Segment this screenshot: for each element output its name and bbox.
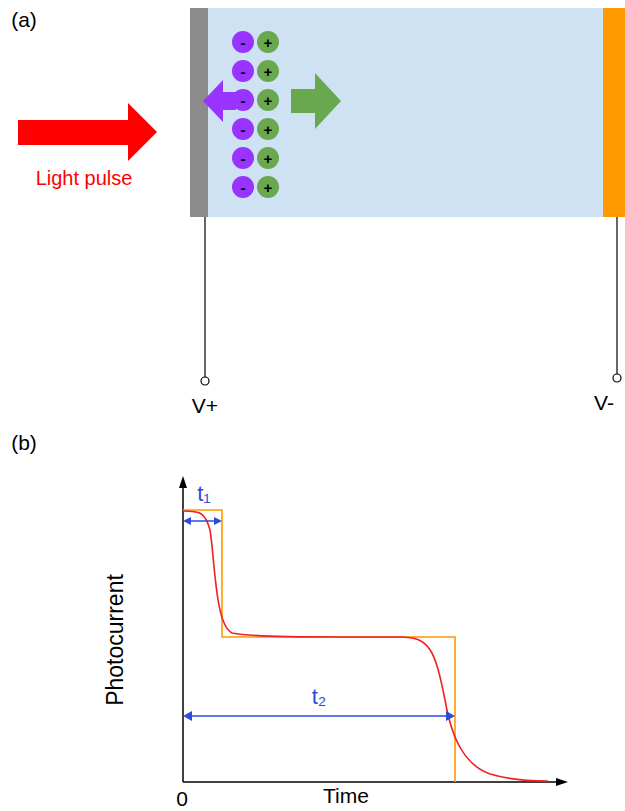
axis-title: Photocurrent <box>103 574 128 706</box>
wire <box>204 217 205 377</box>
hole-charge: + <box>257 31 279 53</box>
axis-arrowhead <box>556 778 568 786</box>
x-axis <box>183 781 560 783</box>
time-label: t₁ <box>197 482 211 506</box>
panel-label: (b) <box>11 431 37 454</box>
panel-label: (a) <box>11 8 37 31</box>
y-axis <box>182 484 184 782</box>
light-pulse-label: Light pulse <box>36 167 133 189</box>
arrowhead <box>183 711 192 721</box>
arrowhead <box>446 711 455 721</box>
terminal-label: V+ <box>192 394 218 417</box>
hole-charge: + <box>257 118 279 140</box>
electron-charge: - <box>232 176 254 198</box>
axis-title: Time <box>323 784 369 807</box>
arrowhead <box>183 517 191 525</box>
wire <box>616 217 617 374</box>
right-electrode <box>603 8 625 217</box>
terminal <box>613 374 621 382</box>
hole-charge: + <box>257 60 279 82</box>
time-label: t₂ <box>312 685 327 709</box>
axis-arrowhead <box>179 476 187 488</box>
left-electrode <box>190 8 208 217</box>
terminal-label: V- <box>594 391 614 414</box>
terminal <box>201 377 209 385</box>
electron-charge: - <box>232 60 254 82</box>
light-arrow <box>18 103 157 161</box>
t2-arrow <box>186 715 452 717</box>
hole-arrow <box>291 73 341 129</box>
hole-charge: + <box>257 89 279 111</box>
electron-charge: - <box>232 89 254 111</box>
hole-charge: + <box>257 176 279 198</box>
electron-charge: - <box>232 147 254 169</box>
axis-origin: 0 <box>176 787 188 810</box>
electron-charge: - <box>232 31 254 53</box>
ideal-curve <box>183 510 455 782</box>
electron-charge: - <box>232 118 254 140</box>
semiconductor-slab <box>208 8 603 217</box>
hole-charge: + <box>257 147 279 169</box>
arrowhead <box>214 517 222 525</box>
measured-curve <box>183 511 548 781</box>
